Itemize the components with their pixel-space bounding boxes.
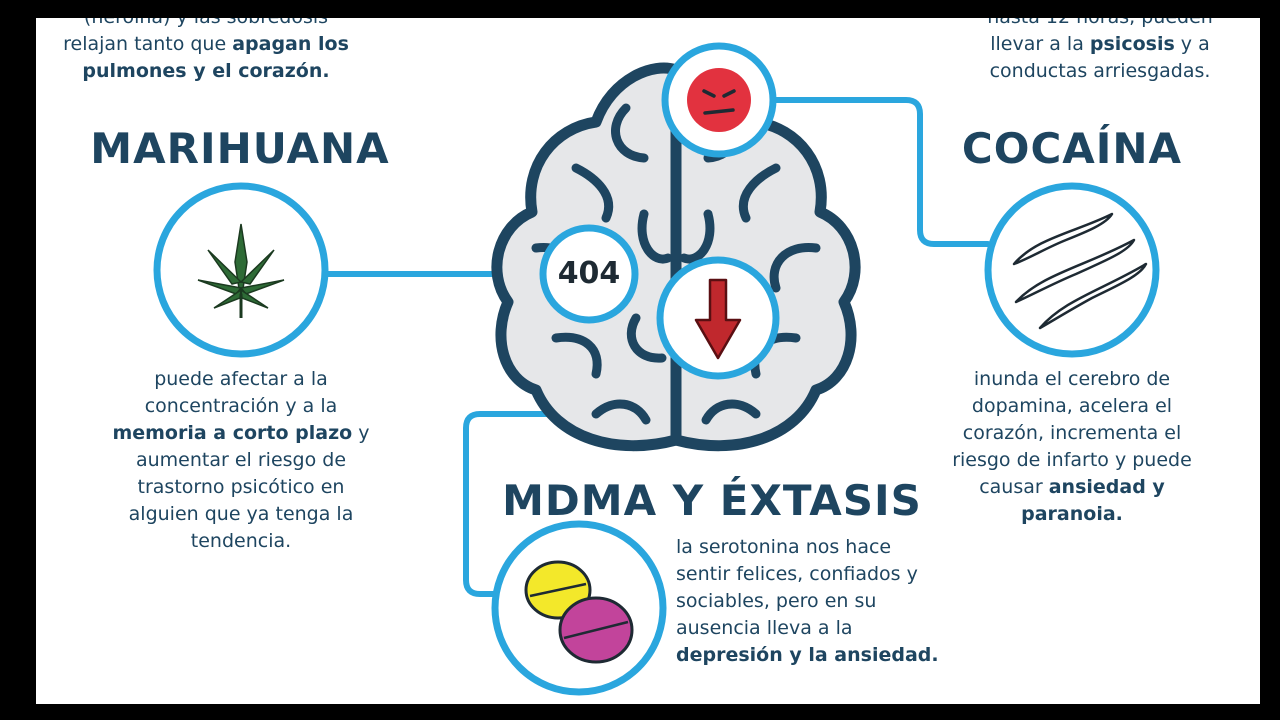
cocaina-line6: paranoia. [932, 501, 1212, 528]
marihuana-line4: aumentar el riesgo de [135, 449, 347, 471]
diagram-graphics [153, 42, 1160, 696]
top-right-line1: hasta 12 horas, pueden [970, 18, 1230, 31]
cocaina-line6-bold: paranoia. [1021, 503, 1123, 525]
top-left-line1: (heroína) y las sobredosis [36, 18, 376, 31]
marihuana-line6: alguien que ya tenga la [128, 503, 354, 525]
error-code-label: 404 [557, 256, 621, 291]
cocaina-line1: inunda el cerebro de [973, 368, 1171, 390]
top-right-line3: conductas arriesgadas. [989, 60, 1211, 82]
cocaina-line5-bold: ansiedad y [1048, 476, 1165, 498]
pills-icon [524, 560, 634, 664]
cocaina-heading: COCAÍNA [961, 124, 1183, 173]
mdma-line5: depresión y la ansiedad. [676, 642, 976, 669]
marihuana-line7: tendencia. [190, 530, 292, 552]
cocaina-description: inunda el cerebro de dopamina, acelera e… [932, 366, 1212, 528]
cocaina-connector [773, 97, 991, 247]
marihuana-line5: trastorno psicótico en [137, 476, 345, 498]
marihuana-line3-bold: memoria a corto plazo [112, 422, 353, 444]
marihuana-line3-post: y [352, 422, 370, 444]
top-left-text: (heroína) y las sobredosis relajan tanto… [36, 18, 376, 85]
mdma-line3: sociables, pero en su [676, 590, 877, 612]
marihuana-heading: MARIHUANA [90, 124, 390, 173]
angry-face-icon [661, 42, 777, 158]
cocaina-line4: riesgo de infarto y puede [952, 449, 1192, 471]
top-left-line2-bold: apagan los [232, 33, 349, 55]
down-arrow-icon [656, 256, 780, 380]
pills-icon-circle [491, 520, 667, 696]
cocaina-line5: causar ansiedad y [932, 474, 1212, 501]
cocaina-line2: dopamina, acelera el [971, 395, 1173, 417]
cocaina-line5-pre: causar [979, 476, 1049, 498]
cocaina-icon-circle [984, 182, 1160, 358]
marihuana-line2: concentración y a la [144, 395, 338, 417]
mdma-heading: MDMA Y ÉXTASIS [502, 476, 922, 525]
top-left-line2-pre: relajan tanto que [63, 33, 233, 55]
marihuana-icon-circle [153, 182, 329, 358]
infographic-frame: 404 (heroína) y las sobredosis relajan t… [36, 18, 1260, 704]
marihuana-line3: memoria a corto plazo y [91, 420, 391, 447]
top-right-line2-pre: llevar a la [990, 33, 1090, 55]
error-circle [539, 224, 639, 324]
mdma-line2: sentir felices, confiados y [676, 563, 918, 585]
mdma-line1: la serotonina nos hace [676, 536, 892, 558]
top-left-line3-bold: pulmones y el corazón. [82, 60, 330, 82]
top-right-text: hasta 12 horas, pueden llevar a la psico… [970, 18, 1230, 85]
cocaina-line3: corazón, incrementa el [962, 422, 1182, 444]
top-right-line2: llevar a la psicosis y a [970, 31, 1230, 58]
mdma-description: la serotonina nos hace sentir felices, c… [676, 534, 976, 669]
mdma-line5-bold: depresión y la ansiedad. [676, 644, 939, 666]
marihuana-description: puede afectar a la concentración y a la … [91, 366, 391, 555]
top-left-line2: relajan tanto que apagan los [36, 31, 376, 58]
top-right-line2-post: y a [1174, 33, 1210, 55]
top-right-line2-bold: psicosis [1089, 33, 1175, 55]
marihuana-line1: puede afectar a la [154, 368, 328, 390]
top-left-line3: pulmones y el corazón. [36, 58, 376, 85]
cocaine-lines-icon [1012, 212, 1148, 330]
mdma-line4: ausencia lleva a la [676, 617, 853, 639]
